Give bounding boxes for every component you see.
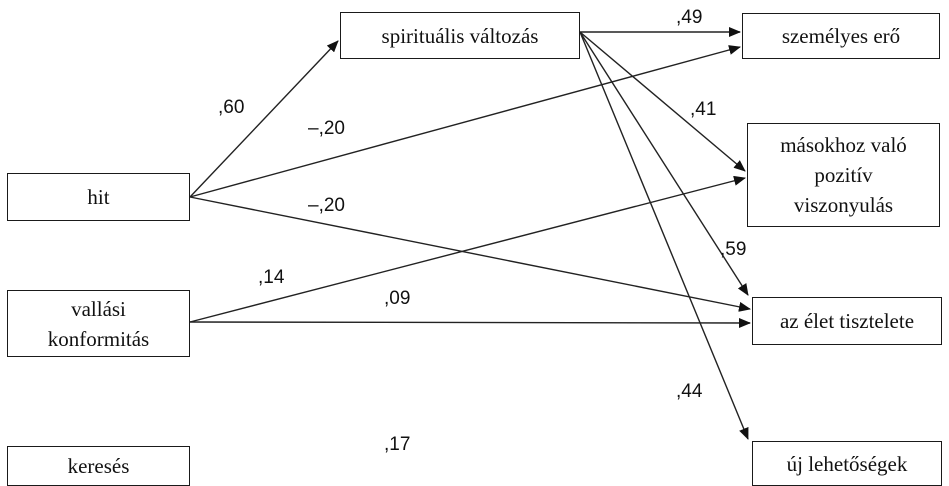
path-diagram: hit vallási konformitás keresés spirituá… <box>7 7 942 486</box>
node-spiritualis-valtozas: spirituális változás <box>340 12 580 59</box>
coef-hit-spiritualis: ,60 <box>218 97 245 118</box>
coef-spiritualis-elet: ,59 <box>720 239 747 260</box>
node-vallasi-konformitas: vallási konformitás <box>7 290 190 357</box>
coef-vallasi-masokhoz: ,14 <box>258 267 285 288</box>
arrows-layer <box>189 27 751 440</box>
node-kereses: keresés <box>7 446 190 486</box>
arrow-spiritualis-elet <box>579 31 749 296</box>
node-uj-lehetosegek: új lehetőségek <box>752 441 942 486</box>
node-az-elet-tisztelete: az élet tisztelete <box>752 297 942 345</box>
node-hit: hit <box>7 173 190 221</box>
coef-hit-elet: –,20 <box>308 195 345 216</box>
node-masokhoz-valo-pozitiv-viszonyulas: másokhoz való pozitív viszonyulás <box>747 123 940 227</box>
coef-spiritualis-uj: ,44 <box>676 381 703 402</box>
arrow-hit-spiritualis <box>189 40 339 198</box>
arrow-spiritualis-masokhoz <box>579 31 746 172</box>
coef-kereses-uj: ,17 <box>384 434 411 455</box>
arrow-spiritualis-uj <box>579 31 749 440</box>
coef-vallasi-elet: ,09 <box>384 288 411 309</box>
arrow-vallasi-elet <box>189 317 751 328</box>
arrow-vallasi-masokhoz <box>189 175 746 323</box>
coef-hit-szemelyes: –,20 <box>308 118 345 139</box>
node-szemelyes-ero: személyes erő <box>742 13 940 59</box>
arrow-hit-szemelyes <box>189 45 741 198</box>
coef-spiritualis-szemelyes: ,49 <box>676 7 703 28</box>
arrow-hit-elet <box>189 196 751 312</box>
coef-spiritualis-masokhoz: ,41 <box>690 99 717 120</box>
